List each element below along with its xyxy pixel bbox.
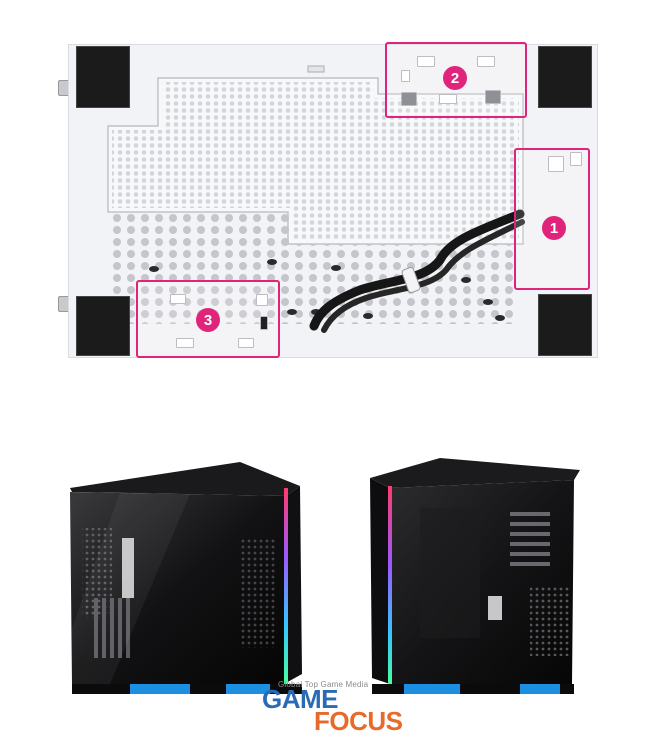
watermark-focus: FOCUS xyxy=(314,706,403,736)
mount-tab xyxy=(401,70,410,82)
mount-tab xyxy=(570,152,582,166)
callout-box-2: 2 xyxy=(385,42,527,118)
case-photo-right xyxy=(370,458,580,694)
case-bottom-photo: 2 1 3 xyxy=(58,42,598,358)
mount-tab xyxy=(260,316,268,330)
mount-tab xyxy=(485,90,501,104)
mount-tab xyxy=(170,294,186,304)
case-photo-left xyxy=(70,462,302,694)
mount-tab xyxy=(401,92,417,106)
mount-tab xyxy=(238,338,254,348)
pci-slots xyxy=(94,598,130,658)
mount-tab xyxy=(417,56,435,67)
case-foot-top-left xyxy=(76,46,130,108)
cable-bundle xyxy=(309,209,525,333)
callout-box-1: 1 xyxy=(514,148,590,290)
mount-tab xyxy=(176,338,194,348)
case-foot-bottom-left xyxy=(76,296,130,356)
callout-badge-2: 2 xyxy=(443,66,467,90)
case-foot-top-right xyxy=(538,46,592,108)
mount-tab xyxy=(439,94,457,104)
callout-badge-3: 3 xyxy=(196,308,220,332)
callout-badge-1: 1 xyxy=(542,216,566,240)
mount-tab xyxy=(256,294,268,306)
watermark-game: GAME xyxy=(262,684,339,714)
case-foot-bottom-right xyxy=(538,294,592,356)
mount-tab xyxy=(548,156,564,172)
mount-tab xyxy=(477,56,495,67)
callout-box-3: 3 xyxy=(136,280,280,358)
watermark-tagline: Global Top Game Media xyxy=(278,680,369,689)
pci-slots xyxy=(510,512,550,566)
